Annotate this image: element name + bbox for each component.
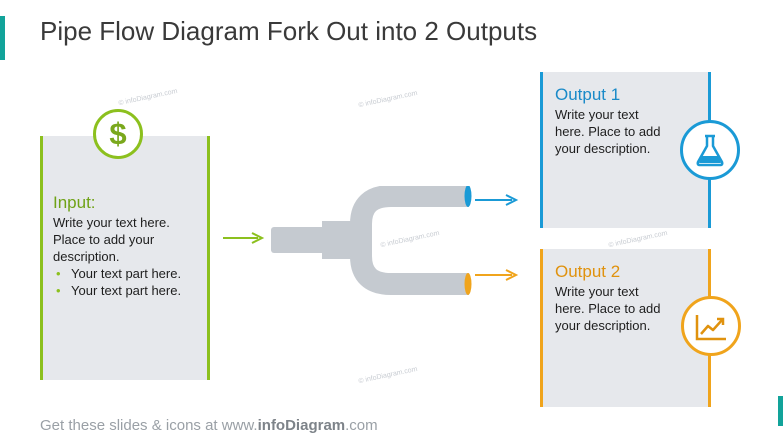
input-text-block: Input: Write your text here. Place to ad… xyxy=(53,192,203,299)
footer-text: Get these slides & icons at www.infoDiag… xyxy=(40,417,378,434)
input-bullet-item: Your text part here. xyxy=(53,265,203,282)
watermark: © infoDiagram.com xyxy=(357,89,419,110)
growth-chart-icon xyxy=(681,296,741,356)
input-panel-right-border xyxy=(207,136,210,380)
input-description: Write your text here. Place to add your … xyxy=(53,215,170,264)
input-heading: Input: xyxy=(53,193,96,212)
input-panel: Input: Write your text here. Place to ad… xyxy=(40,136,210,380)
input-bullet-item: Your text part here. xyxy=(53,282,203,299)
watermark: © infoDiagram.com xyxy=(117,87,179,108)
output-2-heading: Output 2 xyxy=(555,262,621,281)
output-1-description: Write your text here. Place to add your … xyxy=(555,107,661,156)
input-panel-left-border xyxy=(40,136,43,380)
watermark: © infoDiagram.com xyxy=(357,365,419,386)
input-bullet-list: Your text part here. Your text part here… xyxy=(53,265,203,299)
output-1-left-border xyxy=(540,72,543,228)
accent-tab-left xyxy=(0,16,5,60)
fork-pipe-icon xyxy=(271,186,472,295)
footer-brand: infoDiagram xyxy=(257,417,346,434)
output-2-left-border xyxy=(540,249,543,407)
output-1-text-block: Output 1 Write your text here. Place to … xyxy=(555,84,670,157)
output-2-description: Write your text here. Place to add your … xyxy=(555,284,661,333)
output-1-heading: Output 1 xyxy=(555,85,621,104)
input-arrow-icon xyxy=(223,232,265,244)
output-2-text-block: Output 2 Write your text here. Place to … xyxy=(555,261,670,334)
slide-title: Pipe Flow Diagram Fork Out into 2 Output… xyxy=(40,16,538,46)
flask-icon xyxy=(680,120,740,180)
output-2-arrow-icon xyxy=(475,269,519,281)
accent-tab-right xyxy=(778,396,783,426)
dollar-icon: $ xyxy=(93,109,143,159)
output-1-arrow-icon xyxy=(475,194,519,206)
watermark: © infoDiagram.com xyxy=(607,229,669,250)
